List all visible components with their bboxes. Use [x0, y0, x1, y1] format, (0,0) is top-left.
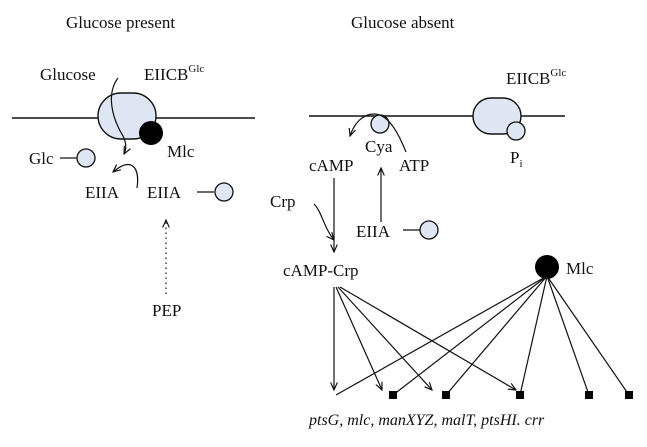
crp-arrow-manXYZ	[337, 286, 432, 390]
left-glucose-transport-arrow	[110, 77, 125, 154]
right-mlc-dot	[535, 255, 559, 279]
right-camp-label: cAMP	[309, 156, 353, 175]
right-crp-label: Crp	[270, 192, 296, 211]
mlc-repress-mlc	[392, 275, 548, 396]
mlc-repress-crr	[546, 275, 630, 396]
right-eiicb-label: EIICBGlc	[506, 67, 566, 88]
left-eiicb-label: EIICBGlc	[144, 63, 204, 84]
left-glc-label: Glc	[29, 149, 54, 168]
mlc-repress-manXYZ	[445, 275, 548, 396]
mlc-repress-ptsG	[335, 275, 548, 396]
left-phosphotransfer-arrow	[113, 164, 139, 189]
mlc-repress-ptsHI	[546, 275, 590, 396]
repress-bar-crr	[625, 391, 633, 399]
right-eiia-label: EIIA	[356, 222, 391, 241]
left-mlc-bound-dot	[139, 121, 163, 145]
left-panel-title: Glucose present	[66, 13, 175, 32]
left-eiia-label-1: EIIA	[85, 183, 120, 202]
right-eiicb-phosphate	[506, 121, 526, 141]
right-cya-label: Cya	[365, 137, 393, 156]
left-pep-label: PEP	[152, 301, 181, 320]
right-camp-crp-label: cAMP-Crp	[283, 261, 359, 280]
right-atp-to-camp-arrow	[350, 113, 407, 153]
repress-bar-mlc	[389, 391, 397, 399]
right-eiia-phosphate	[419, 220, 439, 240]
target-genes-label: ptsG, mlc, manXYZ, malT, ptsHI. crr	[308, 412, 545, 429]
repress-bar-malT	[516, 391, 524, 399]
right-atp-label: ATP	[399, 156, 429, 175]
repress-bar-ptsHI	[585, 391, 593, 399]
repress-bar-manXYZ	[442, 391, 450, 399]
left-mlc-label: Mlc	[167, 142, 195, 161]
right-panel-title: Glucose absent	[351, 13, 455, 32]
left-eiia-phosphate	[214, 182, 234, 202]
right-pi-label: Pi	[510, 148, 523, 170]
right-mlc-label: Mlc	[566, 259, 594, 278]
crp-arrow-malT	[339, 286, 516, 390]
mlc-repress-malT	[519, 275, 548, 396]
left-eiia-label-2: EIIA	[147, 183, 182, 202]
left-glc-phosphate	[76, 148, 96, 168]
crp-arrow-mlc	[335, 286, 382, 390]
left-glucose-label: Glucose	[40, 65, 96, 84]
right-cya-dot	[370, 114, 390, 134]
right-crp-join-arrow	[313, 203, 334, 240]
